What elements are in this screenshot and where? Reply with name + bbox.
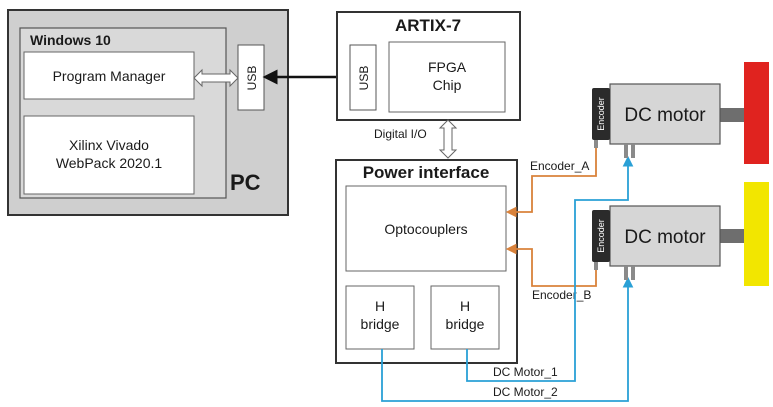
digital-io-label: Digital I/O [374, 127, 427, 141]
program-manager-box [23, 51, 195, 100]
program-manager-label: Program Manager [53, 68, 166, 84]
fpga-chip-box [388, 41, 506, 113]
h-bridge-1-box [345, 285, 415, 350]
fpga-label-line1: FPGA [428, 59, 467, 75]
encoder-b-wire [505, 243, 597, 287]
motor-2-terminal-right [631, 266, 635, 280]
artix-usb-label: USB [357, 66, 371, 91]
dc-motor-2-wire [381, 276, 634, 402]
pc-label: PC [230, 170, 261, 195]
h-bridge-2-box [430, 285, 500, 350]
motor-2-label: DC motor [624, 227, 706, 248]
encoder-1-label: Encoder [596, 97, 606, 131]
motor-1-shaft [720, 108, 744, 122]
encoder-a-wire [505, 130, 597, 218]
pc-usb-label: USB [245, 66, 259, 91]
encoder-b-label: Encoder_B [532, 288, 591, 302]
artix-title: ARTIX-7 [395, 16, 461, 35]
pc-usb-port [237, 44, 265, 111]
motor-1-red-flag [744, 62, 769, 164]
artix-block: ARTIX-7 USB FPGA Chip [336, 11, 521, 121]
dc-motor-2: DC motor Encoder [592, 182, 769, 286]
motor-1-terminal-left [624, 144, 628, 158]
motor-2-yellow-flag [744, 182, 769, 286]
motor-2-body [609, 205, 721, 267]
h-bridge-2-line2: bridge [446, 316, 485, 332]
power-interface-block: Power interface Optocouplers H bridge H … [335, 159, 518, 364]
power-interface-title: Power interface [363, 163, 490, 182]
dc-motor-1: DC motor Encoder [592, 62, 769, 164]
encoder-a-label: Encoder_A [530, 159, 589, 173]
vivado-box [23, 115, 195, 195]
vivado-label-line1: Xilinx Vivado [69, 137, 149, 153]
motor-1-body [609, 83, 721, 145]
dc-motor-2-label: DC Motor_2 [493, 385, 558, 399]
motor-2-shaft [720, 229, 744, 243]
motor-2-terminal-left [624, 266, 628, 280]
motor-1-terminal-right [631, 144, 635, 158]
windows-10-title: Windows 10 [30, 32, 111, 48]
digital-io-arrow [438, 119, 458, 159]
h-bridge-2-line1: H [460, 298, 470, 314]
artix-usb-port [349, 44, 377, 111]
dc-motor-1-label: DC Motor_1 [493, 365, 558, 379]
dc-motor-1-wire [466, 155, 634, 382]
encoder-1-pin [594, 140, 598, 148]
fpga-label-line2: Chip [433, 77, 462, 93]
encoder-1-body [592, 88, 610, 140]
encoder-2-pin [594, 262, 598, 270]
optocouplers-label: Optocouplers [384, 221, 467, 237]
encoder-2-body [592, 210, 610, 262]
vivado-label-line2: WebPack 2020.1 [56, 155, 163, 171]
encoder-2-label: Encoder [596, 219, 606, 253]
optocouplers-box [345, 185, 507, 272]
h-bridge-1-line2: bridge [361, 316, 400, 332]
h-bridge-1-line1: H [375, 298, 385, 314]
motor-1-label: DC motor [624, 105, 706, 126]
pc-block: Windows 10 Program Manager Xilinx Vivado… [7, 9, 289, 216]
program-manager-usb-arrow [193, 68, 239, 88]
